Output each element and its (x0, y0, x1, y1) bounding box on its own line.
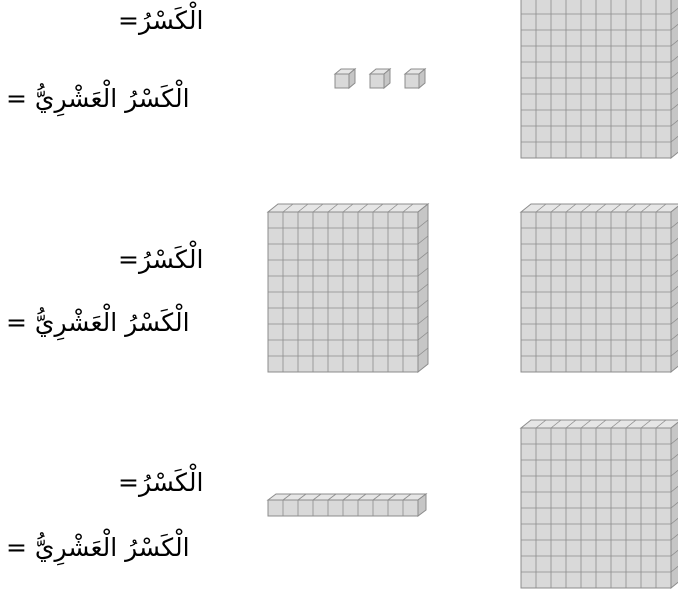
hundred-flat-row-2b (521, 204, 678, 372)
flat-side-face (671, 204, 678, 372)
hundred-flat-row-3 (521, 420, 678, 588)
unit-cube (335, 69, 355, 88)
flat-side-face (671, 420, 678, 588)
unit-cube (405, 69, 425, 88)
cube-front-face (335, 74, 349, 88)
unit-cube (370, 69, 390, 88)
cube-front-face (405, 74, 419, 88)
ten-rod-row-3 (268, 494, 426, 516)
flat-side-face (671, 0, 678, 158)
hundred-flat-row-2a (268, 204, 428, 372)
hundred-flat-row-1 (521, 0, 678, 158)
cube-front-face (370, 74, 384, 88)
